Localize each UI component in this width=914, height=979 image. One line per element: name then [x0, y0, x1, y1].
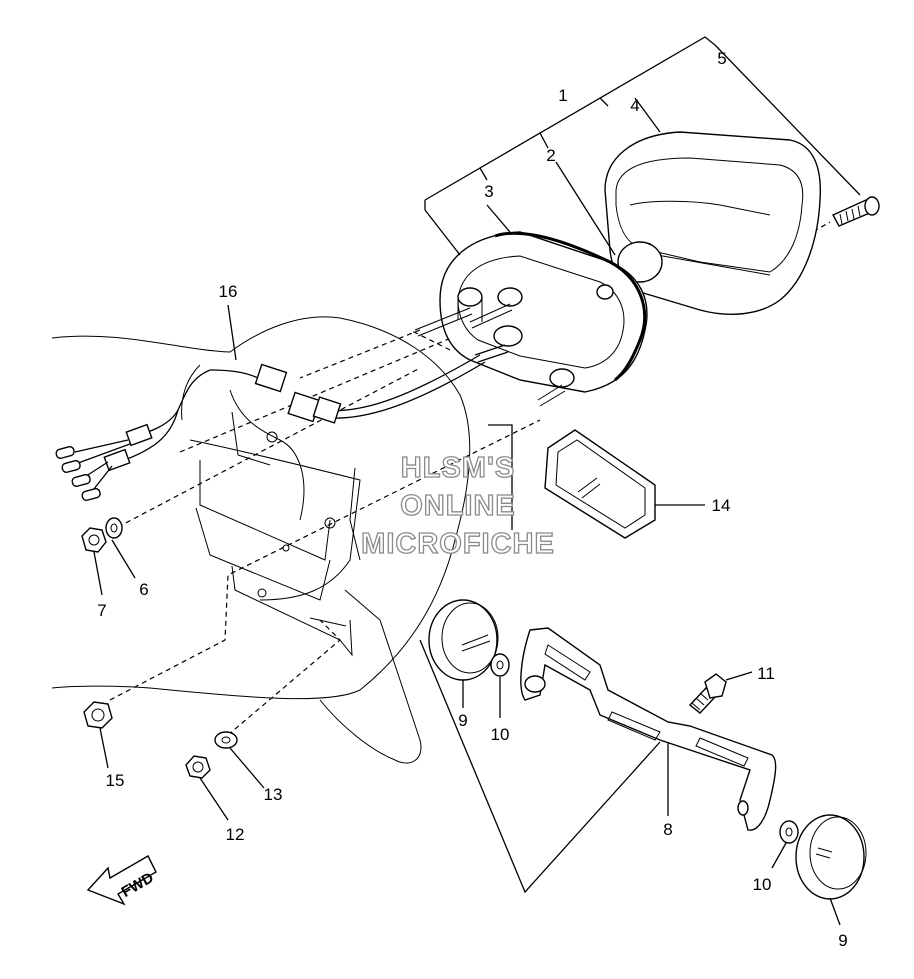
nut-15 [83, 701, 113, 729]
callout-15: 15 [106, 771, 125, 790]
side-reflector-left [428, 599, 499, 681]
callout-numbers: 1 2 3 4 5 6 7 8 9 9 10 10 11 12 13 14 15… [97, 49, 847, 950]
assembly-guide-lines [109, 221, 831, 736]
callout-6: 6 [139, 580, 148, 599]
callout-11: 11 [757, 664, 775, 683]
callout-13: 13 [264, 785, 283, 804]
washer-10-right [779, 820, 799, 844]
nut-7 [81, 527, 107, 553]
callout-9-right: 9 [838, 931, 847, 950]
callout-10-right: 10 [753, 875, 772, 894]
callout-8: 8 [663, 820, 672, 839]
washer-6 [105, 517, 123, 539]
callout-5: 5 [717, 49, 726, 68]
callout-7: 7 [97, 601, 106, 620]
callout-9-left: 9 [458, 711, 467, 730]
license-reflector [544, 429, 656, 539]
callout-4: 4 [630, 96, 639, 115]
washer-10-left [490, 653, 510, 677]
side-reflector-right [795, 814, 867, 900]
callout-2: 2 [546, 146, 555, 165]
washer-13 [214, 731, 238, 749]
callout-12: 12 [226, 825, 245, 844]
bracket-bolt [688, 673, 727, 714]
watermark: HLSM'S ONLINE MICROFICHE [361, 451, 555, 560]
leader-lines [93, 36, 861, 926]
callout-3: 3 [484, 182, 493, 201]
watermark-line-1: HLSM'S [401, 452, 515, 484]
nut-12 [185, 755, 211, 779]
watermark-line-2: ONLINE [400, 490, 516, 522]
wire-harness [55, 354, 486, 501]
watermark-line-3: MICROFICHE [361, 528, 555, 560]
callout-10-left: 10 [491, 725, 510, 744]
taillight-base [414, 231, 648, 407]
callout-16: 16 [219, 282, 238, 301]
reflector-bracket [520, 627, 777, 831]
callout-14: 14 [712, 496, 731, 515]
forward-direction-arrow: FWD [86, 855, 157, 906]
callout-1: 1 [558, 86, 567, 105]
lens-screw [832, 196, 880, 227]
